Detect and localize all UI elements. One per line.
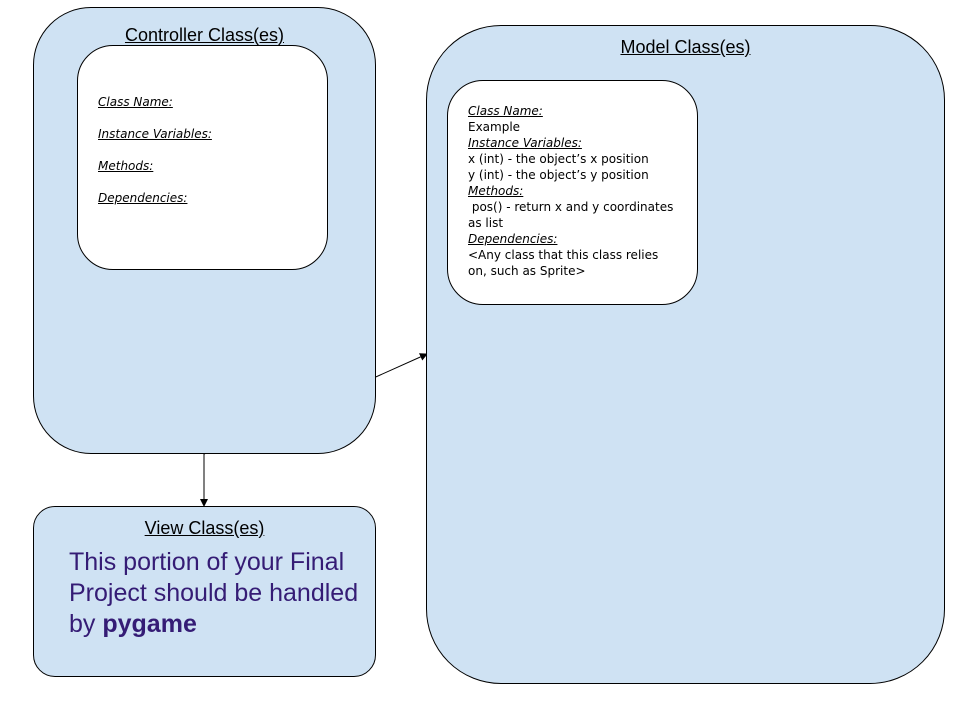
view-panel-title: View Class(es) [144,518,265,538]
model-panel-title: Model Class(es) [620,37,751,57]
model-class-card: Class Name: Example Instance Variables: … [447,80,698,305]
dependencies-label: Dependencies: [468,232,558,246]
method-pos: pos() - return x and y coordinates as li… [468,200,678,230]
view-description-text: This portion of your Final Project shoul… [69,548,359,638]
view-classes-panel: View Class(es) This portion of your Fina… [33,506,376,677]
dependencies-value: <Any class that this class relies on, su… [468,248,659,278]
view-description: This portion of your Final Project shoul… [69,547,369,640]
methods-label: Methods: [98,159,154,173]
pygame-emphasis: pygame [102,610,197,638]
instance-variables-label: Instance Variables: [468,136,582,150]
model-classes-panel: Model Class(es) Class Name: Example Inst… [426,25,945,684]
controller-classes-panel: Controller Class(es) Class Name: Instanc… [33,7,376,454]
class-name-label: Class Name: [98,95,173,109]
controller-panel-title: Controller Class(es) [124,25,285,45]
dependencies-label: Dependencies: [98,191,188,205]
instance-variable-x: x (int) - the object’s x position [468,152,649,166]
class-name-label: Class Name: [468,104,543,118]
instance-variables-label: Instance Variables: [98,127,212,141]
class-name-value: Example [468,120,521,134]
instance-variable-y: y (int) - the object’s y position [468,168,649,182]
methods-label: Methods: [468,184,524,198]
controller-class-card: Class Name: Instance Variables: Methods:… [77,45,328,270]
